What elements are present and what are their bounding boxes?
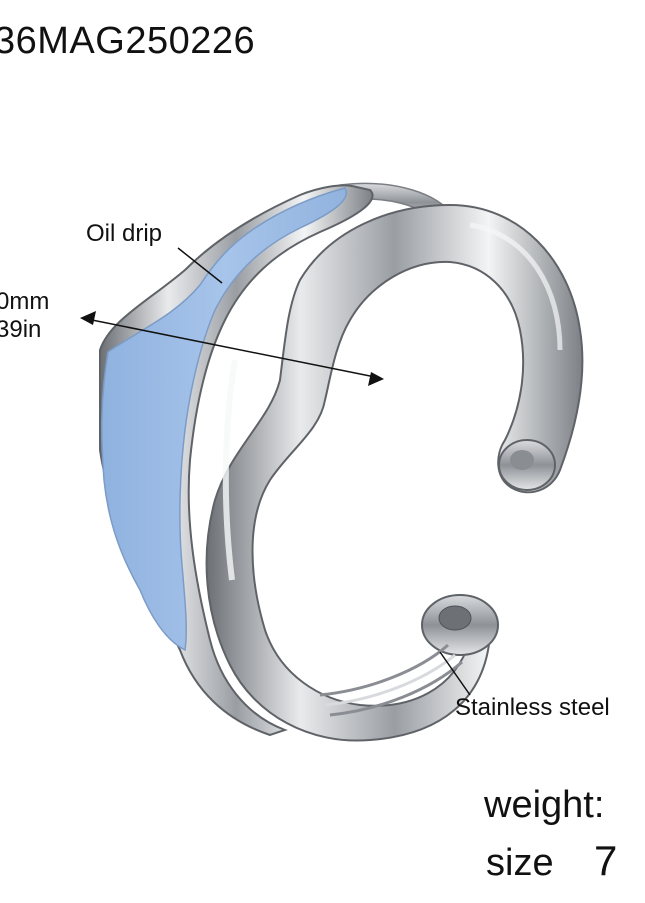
ring-band-right [205, 203, 584, 742]
size-label: size [486, 842, 554, 884]
stainless-steel-label: Stainless steel [455, 694, 610, 721]
product-sku: 36MAG250226 [0, 20, 256, 62]
weight-label: weight: [484, 784, 605, 826]
oil-drip-label: Oil drip [86, 220, 163, 247]
dimension-arrow [81, 317, 381, 379]
steel-leader [439, 651, 471, 696]
size-value: 7 [594, 837, 618, 884]
dimension-in-label: 39in [0, 316, 42, 343]
enamel-oil-drip [101, 187, 348, 652]
dimension-mm-label: 0mm [0, 288, 50, 315]
oil-drip-leader [177, 247, 223, 284]
